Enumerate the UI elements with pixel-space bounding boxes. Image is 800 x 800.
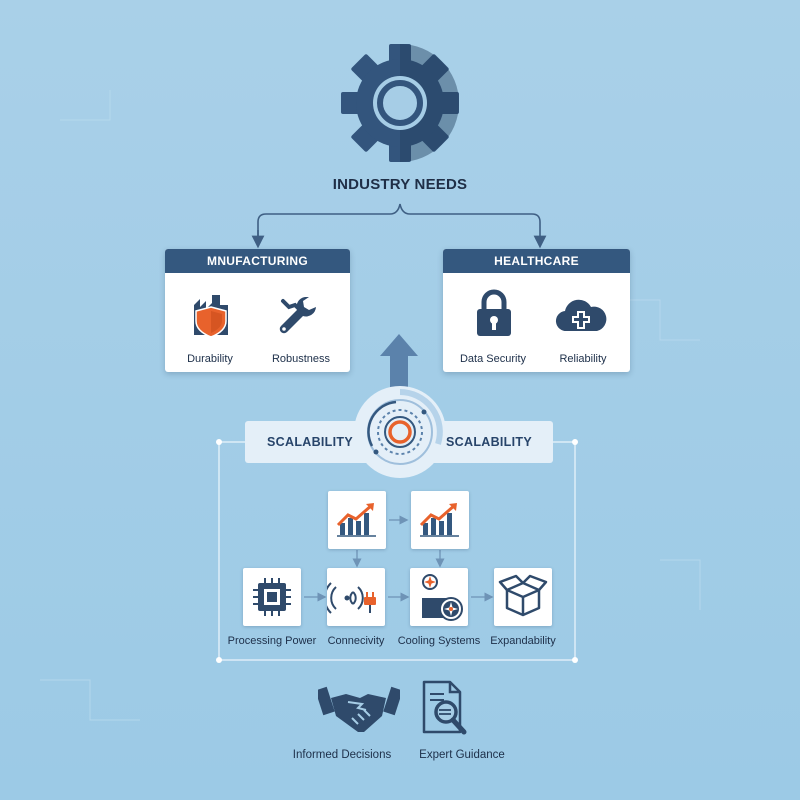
cooling-fan-icon bbox=[422, 574, 463, 621]
feature-label: Data Security bbox=[459, 353, 527, 365]
shield-factory-icon bbox=[194, 295, 228, 338]
component-tile-processing bbox=[243, 568, 301, 626]
sector-title: HEALTHCARE bbox=[443, 249, 630, 273]
gear-icon bbox=[341, 44, 459, 162]
component-tile-cooling bbox=[410, 568, 468, 626]
component-label: Cooling Systems bbox=[397, 635, 481, 647]
feature-label: Robustness bbox=[271, 353, 331, 365]
growth-chart-tile bbox=[328, 491, 386, 549]
page-title: INDUSTRY NEEDS bbox=[332, 176, 468, 193]
cpu-chip-icon bbox=[253, 578, 291, 616]
outcome-label: Expert Guidance bbox=[419, 749, 505, 761]
scalability-box-left: SCALABILITY bbox=[245, 421, 375, 463]
sector-title: MNUFACTURING bbox=[165, 249, 350, 273]
growth-chart-tile bbox=[411, 491, 469, 549]
scalability-box-right: SCALABILITY bbox=[425, 421, 553, 463]
wireless-plug-icon bbox=[323, 582, 376, 614]
growth-chart-icon bbox=[419, 503, 459, 537]
document-magnifier-icon bbox=[422, 680, 467, 735]
component-label: Processing Power bbox=[227, 635, 317, 647]
outcome-label: Informed Decisions bbox=[292, 749, 392, 761]
wrench-icon bbox=[279, 297, 316, 334]
growth-chart-icon bbox=[336, 503, 376, 537]
component-tile-expandability bbox=[494, 568, 552, 626]
padlock-icon bbox=[477, 289, 511, 336]
component-label: Expandability bbox=[490, 635, 556, 647]
sector-card-manufacturing: MNUFACTURING Durability Robustness bbox=[165, 249, 350, 372]
feature-label: Durability bbox=[187, 353, 233, 365]
target-ring-icon bbox=[354, 386, 446, 478]
component-tile-connectivity bbox=[323, 568, 385, 626]
cloud-medical-icon bbox=[555, 299, 607, 332]
component-label: Connecivity bbox=[327, 635, 385, 647]
handshake-icon bbox=[318, 686, 400, 732]
sector-card-healthcare: HEALTHCARE Data Security Reliability bbox=[443, 249, 630, 372]
box-icon bbox=[498, 574, 548, 617]
feature-label: Reliability bbox=[559, 353, 607, 365]
